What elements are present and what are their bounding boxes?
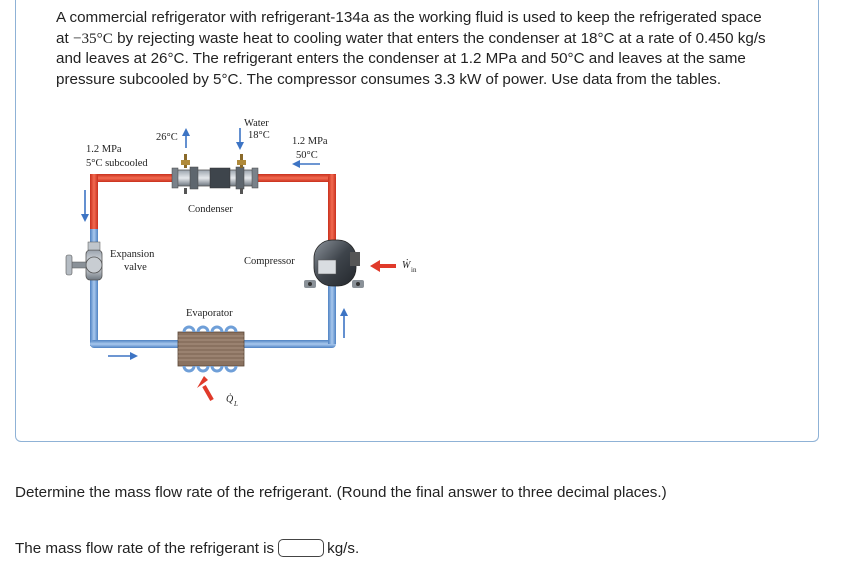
problem-container: [15, 0, 819, 442]
expansion-valve-label-2: valve: [124, 262, 147, 273]
answer-unit: kg/s.: [327, 539, 360, 557]
question-text: Determine the mass flow rate of the refr…: [15, 484, 667, 501]
work-in-symbol: Ẇ: [402, 259, 412, 271]
answer-prefix: The mass flow rate of the refrigerant is: [15, 539, 275, 557]
cold-refrigerant-pipe: [90, 229, 336, 348]
heat-in-symbol: Q̇: [226, 393, 234, 405]
hot-refrigerant-pipe: [90, 174, 336, 244]
refrigerated-space-temp-unit: °C: [96, 29, 113, 47]
refrigerant-flow-arrows: [81, 160, 348, 360]
compressor: [304, 239, 364, 288]
problem-statement: A commercial refrigerator with refrigera…: [56, 8, 776, 90]
refrigeration-cycle-diagram: Water 18°C 26°C 1.2 MPa 5°C subcooled 1.…: [65, 118, 417, 408]
condenser-exit-pressure: 1.2 MPa: [86, 144, 122, 155]
condenser-inlet-pressure: 1.2 MPa: [292, 136, 328, 147]
condenser-label: Condenser: [188, 204, 233, 215]
water-label: Water: [244, 118, 269, 129]
heat-in-subscript: L: [233, 400, 238, 408]
condenser-exit-state: 5°C subcooled: [86, 158, 148, 169]
refrigerated-space-temp: −35: [72, 29, 97, 47]
evaporator: [177, 325, 245, 373]
mass-flow-rate-input[interactable]: [278, 539, 325, 557]
compressor-label: Compressor: [244, 256, 295, 267]
evaporator-label: Evaporator: [186, 308, 233, 319]
problem-text-part2: by rejecting waste heat to cooling water…: [56, 29, 766, 88]
water-in-temp: 18°C: [248, 130, 270, 141]
expansion-valve-label-1: Expansion: [110, 249, 155, 260]
work-in-subscript: in: [411, 266, 417, 274]
heat-in-arrow: [197, 376, 214, 401]
water-flow-arrows: [182, 128, 244, 150]
work-in-arrow: [370, 260, 396, 272]
condenser-inlet-temp: 50°C: [296, 150, 318, 161]
expansion-valve: [65, 241, 103, 281]
condenser: [171, 154, 259, 194]
problem-text-part1: A commercial refrigerator with refrigera…: [56, 9, 762, 47]
water-out-temp: 26°C: [156, 132, 178, 143]
answer-row: The mass flow rate of the refrigerant is…: [15, 539, 359, 557]
